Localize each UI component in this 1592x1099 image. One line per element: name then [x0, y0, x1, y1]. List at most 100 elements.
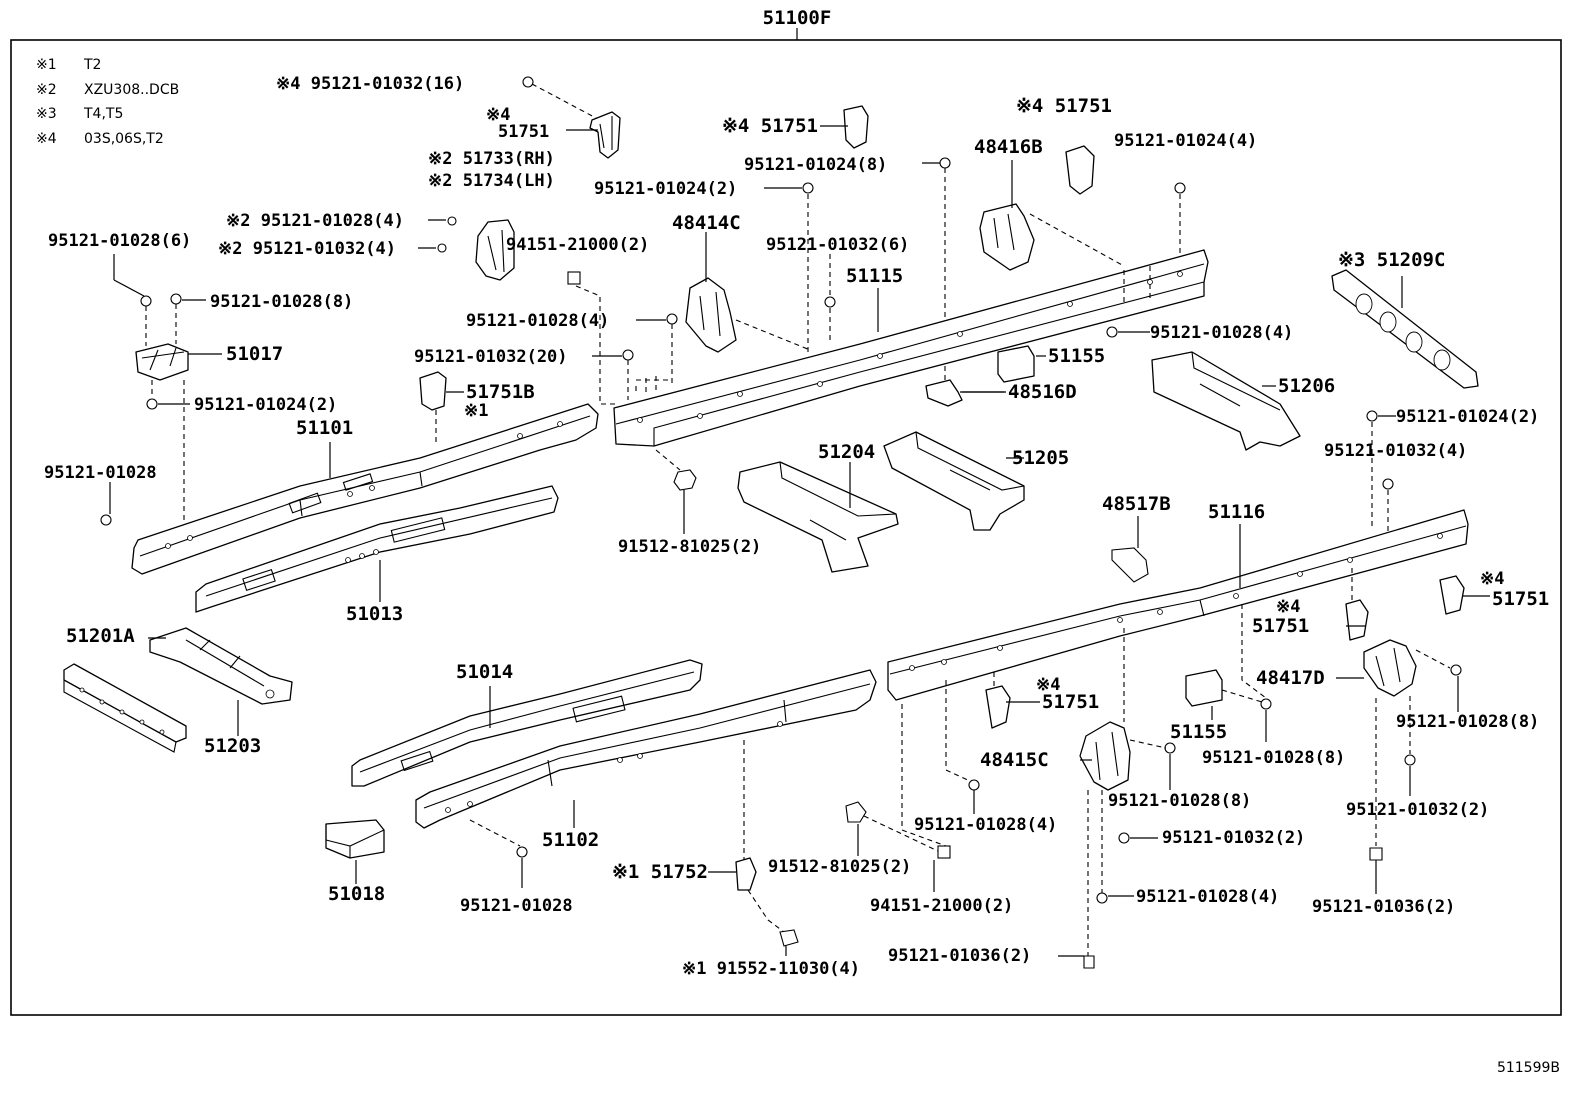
callout: ※4 51751 — [1016, 95, 1112, 117]
callout: ※2 95121-01028(4) — [226, 211, 404, 231]
callout: 95121-01024(2) — [194, 395, 337, 415]
bracket-48414c — [685, 277, 737, 353]
callout: ※4 51751 — [722, 115, 818, 137]
assembly-label: 51100F — [763, 7, 832, 29]
bracket-51751-center — [843, 105, 869, 149]
note-text: T2 — [83, 57, 101, 73]
callout: 91512-81025(2) — [768, 857, 911, 877]
mount-51017 — [135, 343, 189, 381]
callout: 51205 — [1012, 447, 1069, 469]
bracket-48415c — [1079, 721, 1131, 791]
note-text: T4,T5 — [83, 106, 123, 122]
callout: 95121-01032(4) — [1324, 441, 1467, 461]
callout: 95121-01032(2) — [1346, 800, 1489, 820]
callout: 95121-01028(8) — [210, 292, 353, 312]
rail-51116 — [887, 509, 1469, 701]
callout: 51013 — [346, 603, 403, 625]
crossmember-51204 — [737, 461, 899, 573]
callout: 95121-01024(2) — [1396, 407, 1539, 427]
callout: 95121-01024(8) — [744, 155, 887, 175]
callout: 51102 — [542, 829, 599, 851]
callout: ※1 91552-11030(4) — [682, 959, 860, 979]
callout: 95121-01028(8) — [1396, 712, 1539, 732]
note-mark: ※4 — [36, 131, 57, 147]
callout: 51018 — [328, 883, 385, 905]
bracket-51751-top — [589, 111, 621, 159]
callout: 94151-21000(2) — [870, 896, 1013, 916]
callout: 51206 — [1278, 375, 1335, 397]
rail-51115 — [613, 249, 1209, 447]
callout: 95121-01024(2) — [594, 179, 737, 199]
callout: 51116 — [1208, 501, 1265, 523]
callout: 51204 — [818, 441, 875, 463]
note-text: XZU308..DCB — [84, 82, 179, 98]
notes-legend: ※1 T2 ※2 XZU308..DCB ※3 T4,T5 ※4 03S,06S… — [36, 57, 179, 147]
callout: 95121-01036(2) — [1312, 897, 1455, 917]
callout: 95121-01028(4) — [1150, 323, 1293, 343]
callout: 95121-01028 — [460, 896, 573, 916]
crossmember-51201a — [63, 663, 187, 743]
callout: 94151-21000(2) — [506, 235, 649, 255]
callout: ※1 51752 — [612, 861, 708, 883]
callout: 95121-01024(4) — [1114, 131, 1257, 151]
callout: 51751B — [466, 381, 535, 403]
callout: 51201A — [66, 625, 135, 647]
callout: ※4 — [1276, 597, 1300, 617]
callout: 48416B — [974, 136, 1043, 158]
callout: ※2 51734(LH) — [428, 171, 555, 191]
bracket-48516d — [925, 379, 963, 407]
callout: ※4 — [486, 105, 510, 125]
callout: 51203 — [204, 735, 261, 757]
rail-51014 — [351, 659, 703, 787]
rail-51101 — [131, 403, 599, 575]
callout: 95121-01032(20) — [414, 347, 568, 367]
callout: 51101 — [296, 417, 353, 439]
bracket-51751-right — [1065, 145, 1095, 195]
crossmember-51206 — [1151, 351, 1301, 451]
note-mark: ※3 — [36, 106, 57, 122]
diagram-frame — [10, 39, 1562, 1016]
callout: 51155 — [1170, 721, 1227, 743]
bracket-51751-mid — [1345, 599, 1369, 641]
crossmember-51205 — [883, 431, 1025, 531]
callout: 48414C — [672, 212, 741, 234]
crossmember-51209c — [1331, 269, 1479, 389]
bracket-51752 — [735, 857, 757, 891]
callout: 95121-01028(4) — [466, 311, 609, 331]
bracket-51751-lower — [985, 685, 1011, 729]
callout: 51155 — [1048, 345, 1105, 367]
callout: ※4 — [1480, 569, 1504, 589]
callout: 95121-01036(2) — [888, 946, 1031, 966]
callout: 95121-01028(6) — [48, 231, 191, 251]
callout: 95121-01032(2) — [1162, 828, 1305, 848]
callout: 95121-01028(8) — [1202, 748, 1345, 768]
note-mark: ※1 — [36, 57, 57, 73]
bracket-48417d — [1363, 639, 1417, 697]
callout: ※3 51209C — [1338, 249, 1445, 271]
bracket-51751b — [419, 371, 447, 411]
callout: 51014 — [456, 661, 513, 683]
callout: 91512-81025(2) — [618, 537, 761, 557]
callout: 95121-01028 — [44, 463, 157, 483]
bracket-51733 — [475, 219, 515, 281]
callout: ※4 — [1036, 675, 1060, 695]
bracket-51751-far-right — [1439, 575, 1465, 615]
callout: 48516D — [1008, 381, 1077, 403]
callout: 51751 — [1042, 691, 1099, 713]
diagram-reference: 511599B — [1497, 1060, 1560, 1076]
note-text: 03S,06S,T2 — [84, 131, 164, 147]
callout-labels: ※4 95121-01032(16) ※4 51751 ※2 51733(RH)… — [44, 74, 1549, 979]
callout: ※2 51733(RH) — [428, 149, 555, 169]
callout: 51751 — [1492, 588, 1549, 610]
callout: 51751 — [498, 122, 549, 142]
callout: ※4 95121-01032(16) — [276, 74, 464, 94]
mount-51155-lower — [1185, 669, 1223, 707]
callout: 51017 — [226, 343, 283, 365]
bracket-48416b — [979, 203, 1035, 271]
callout: 95121-01032(6) — [766, 235, 909, 255]
note-mark: ※2 — [36, 82, 57, 98]
callout: 48517B — [1102, 493, 1171, 515]
callout: 95121-01028(4) — [1136, 887, 1279, 907]
callout: ※1 — [464, 401, 488, 421]
